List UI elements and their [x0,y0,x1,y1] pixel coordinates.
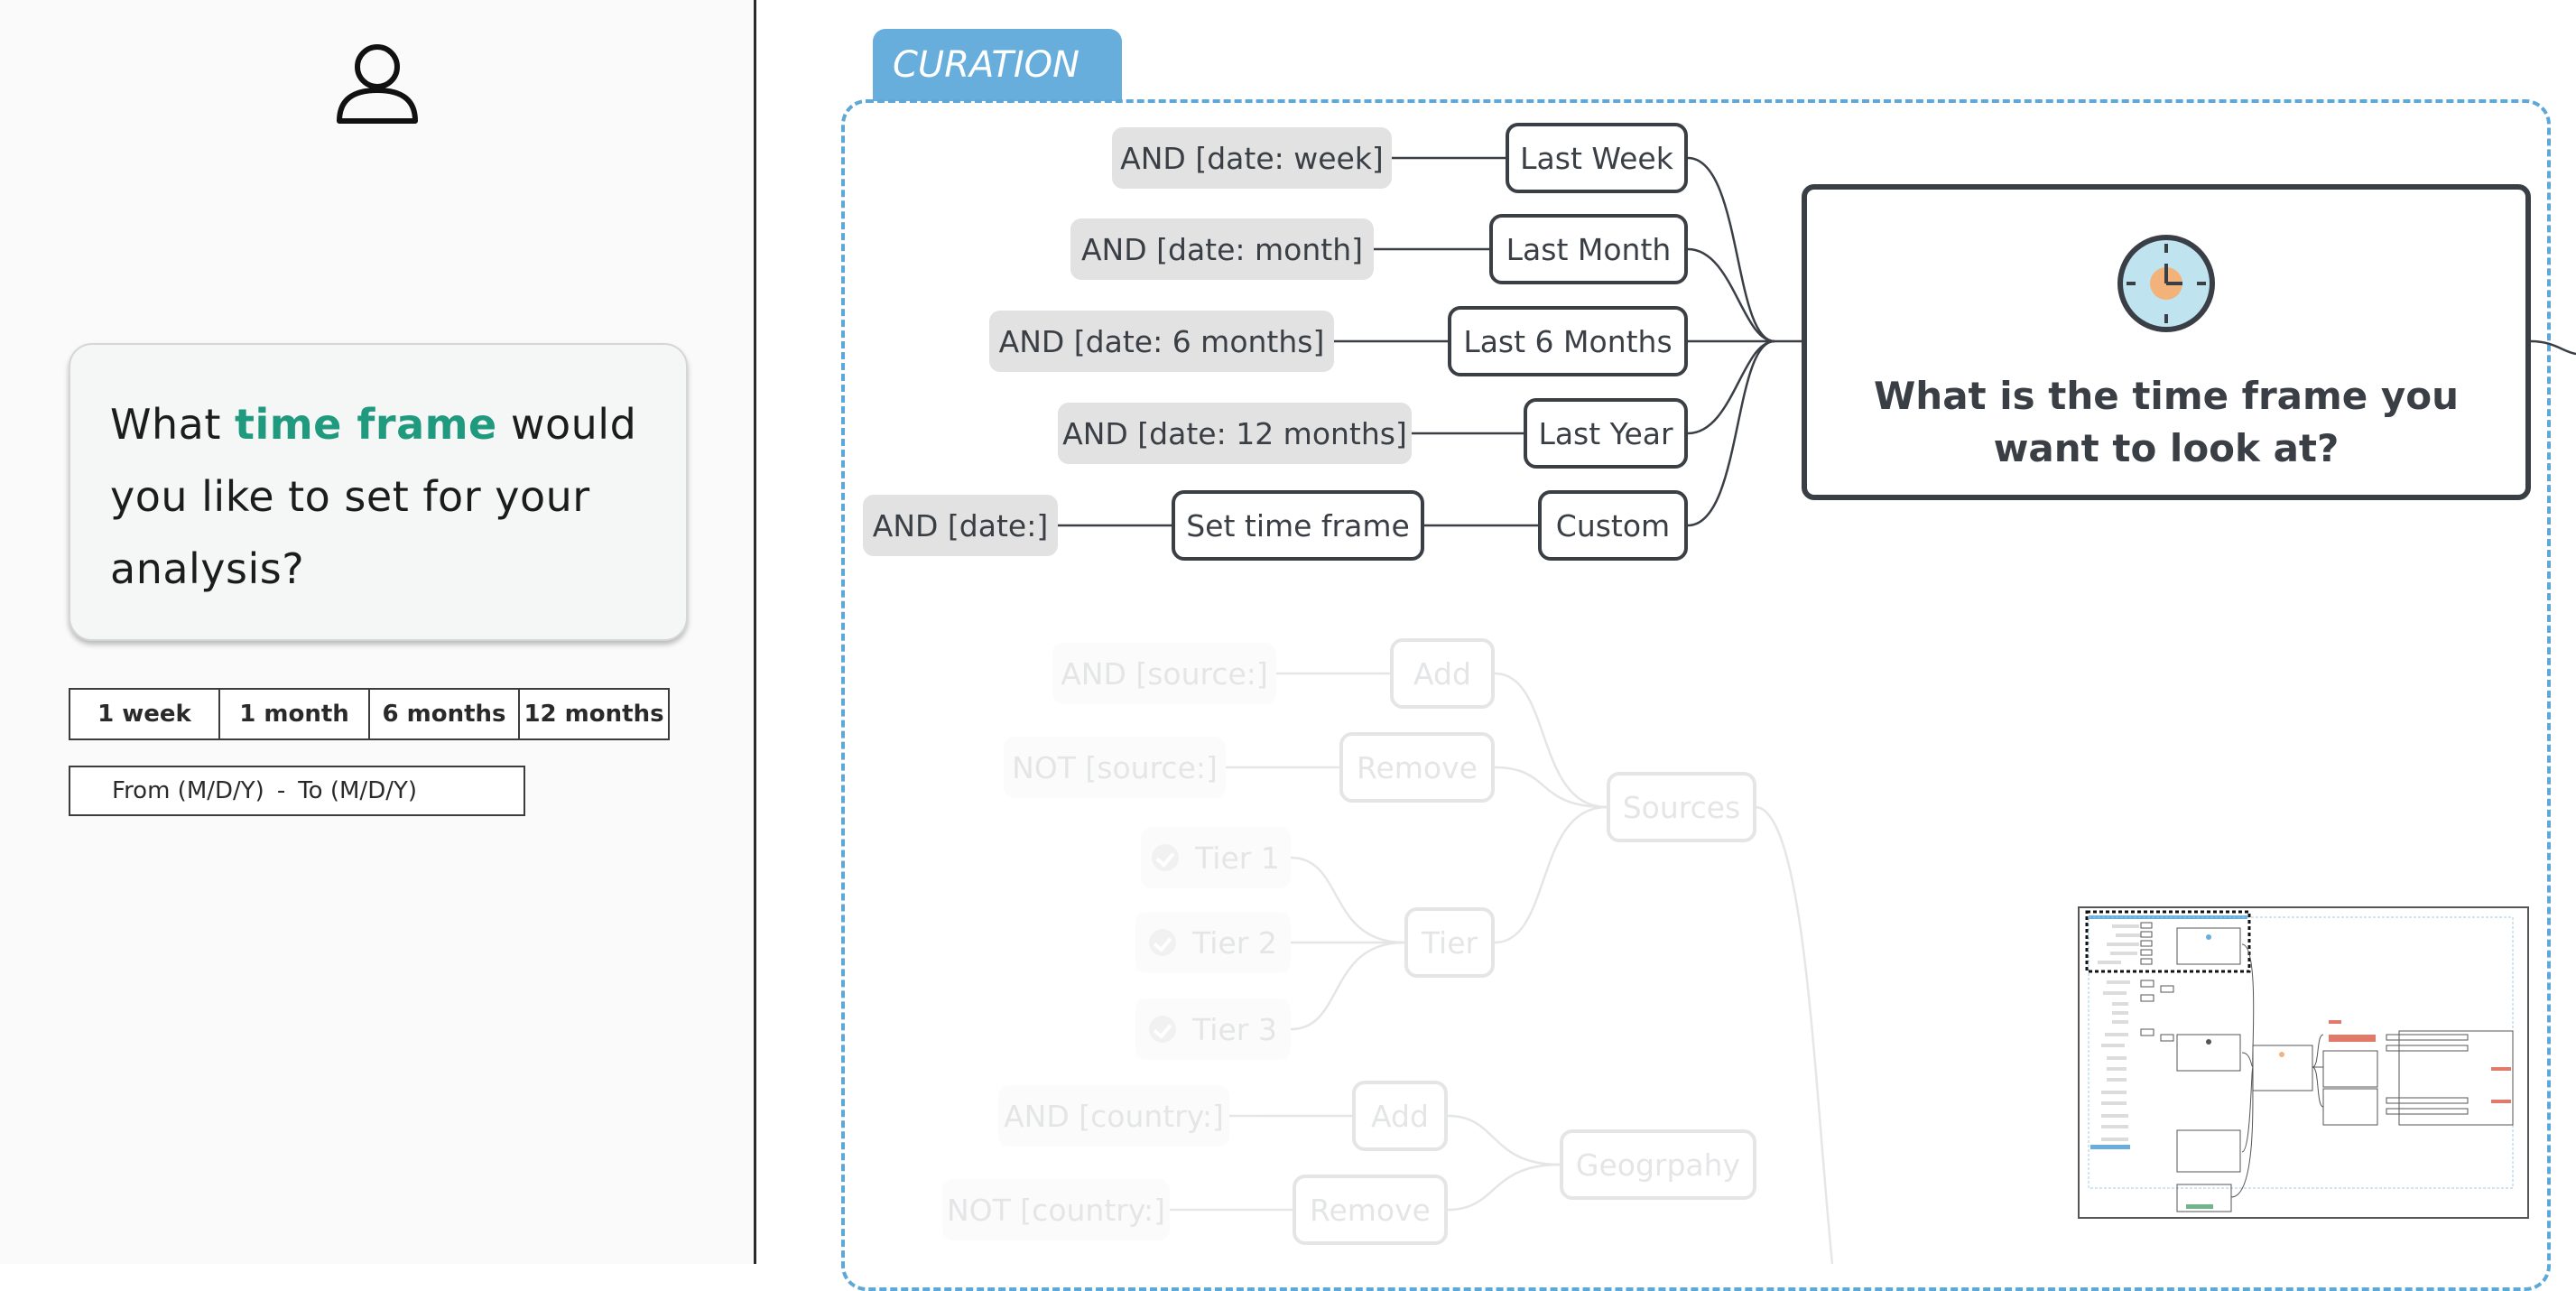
query-pill-source-add: AND [source:] [1052,643,1276,704]
minimap[interactable] [2078,906,2529,1219]
node-geography[interactable]: Geogrpahy [1560,1129,1756,1200]
check-icon [1149,1016,1177,1043]
main-question-text: What is the time frame you want to look … [1873,374,2460,470]
node-tier[interactable]: Tier [1404,907,1495,978]
query-pill-country-remove: NOT [country:] [942,1179,1170,1240]
node-set-time-frame[interactable]: Set time frame [1172,490,1424,561]
node-sources[interactable]: Sources [1607,772,1756,842]
node-geography-remove[interactable]: Remove [1293,1175,1448,1245]
node-last-6-months[interactable]: Last 6 Months [1448,306,1688,376]
node-sources-remove[interactable]: Remove [1339,732,1495,803]
preset-6-months-button[interactable]: 6 months [370,690,520,738]
query-pill-date-custom: AND [date:] [863,495,1058,556]
node-custom[interactable]: Custom [1538,490,1688,561]
tier-3-item[interactable]: Tier 3 [1135,998,1291,1060]
query-pill-date-12-months: AND [date: 12 months] [1058,403,1412,464]
node-last-month[interactable]: Last Month [1489,214,1688,284]
preset-1-month-button[interactable]: 1 month [220,690,370,738]
query-pill-country-add: AND [country:] [998,1085,1229,1147]
minimap-overview [2085,910,2514,1212]
tier-2-item[interactable]: Tier 2 [1135,912,1291,973]
question-highlight: time frame [234,400,497,449]
query-pill-date-week: AND [date: week] [1112,127,1392,189]
user-icon[interactable] [332,38,422,128]
node-last-week[interactable]: Last Week [1506,123,1688,193]
query-pill-date-month: AND [date: month] [1070,218,1374,280]
query-pill-date-6-months: AND [date: 6 months] [989,311,1334,372]
query-pill-source-remove: NOT [source:] [1004,737,1226,798]
preset-12-months-button[interactable]: 12 months [524,701,664,728]
main-question-node[interactable]: What is the time frame you want to look … [1802,184,2531,500]
preset-1-week-button[interactable]: 1 week [70,690,220,738]
date-to-placeholder: To (M/D/Y) [298,777,417,804]
left-panel: What time frame would you like to set fo… [0,0,756,1264]
question-text: What time frame would you like to set fo… [110,400,637,593]
curation-section-tab[interactable]: CURATION [873,29,1122,101]
time-frame-preset-group: 1 week 1 month 6 months 12 months [69,688,670,740]
date-range-input[interactable]: From (M/D/Y) - To (M/D/Y) [69,766,525,816]
node-sources-add[interactable]: Add [1390,638,1495,709]
date-range-separator: - [276,777,286,804]
check-icon [1152,844,1180,871]
check-icon [1149,929,1177,956]
date-from-placeholder: From (M/D/Y) [112,777,264,804]
question-card: What time frame would you like to set fo… [69,343,688,641]
clock-icon [2117,235,2215,332]
tier-1-item[interactable]: Tier 1 [1141,827,1291,888]
node-last-year[interactable]: Last Year [1524,398,1688,469]
node-geography-add[interactable]: Add [1352,1081,1448,1151]
